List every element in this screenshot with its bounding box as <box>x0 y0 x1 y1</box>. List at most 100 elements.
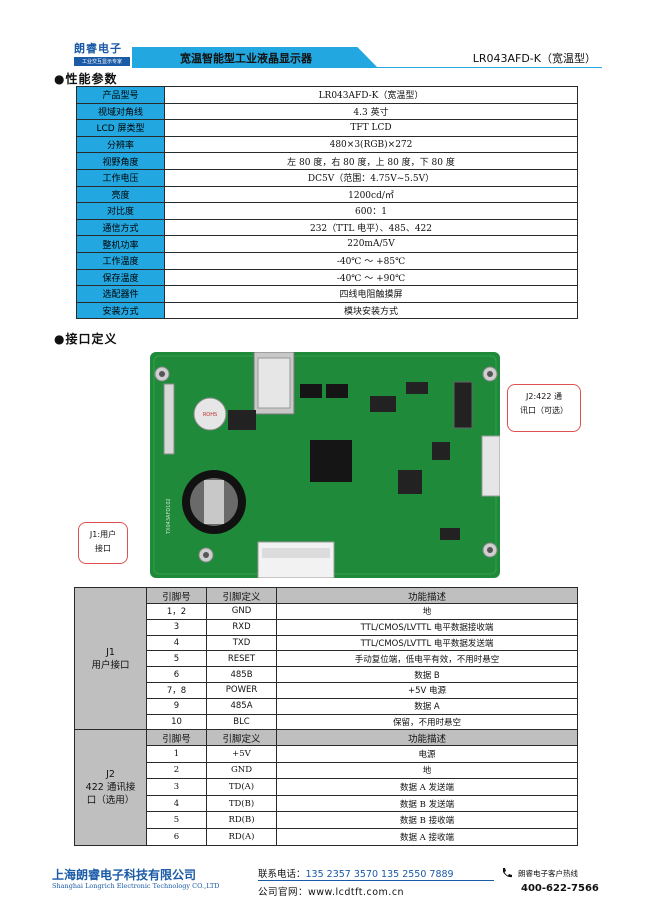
pin-description: 保留，不用时悬空 <box>276 713 578 731</box>
pin-definition: +5V <box>206 745 277 763</box>
ic-top-1 <box>300 384 322 398</box>
spec-row: 工作温度-40℃ ～ +85℃ <box>76 251 578 270</box>
spec-row: 视野角度左 80 度，右 80 度，上 80 度，下 80 度 <box>76 152 578 170</box>
logo-text: 朗睿电子 <box>74 42 122 55</box>
spec-value: LR043AFD-K（宽温型） <box>164 86 578 104</box>
footer-company-name: 上海朗睿电子科技有限公司 <box>52 868 197 882</box>
pin-number: 6 <box>146 666 207 683</box>
spec-label: 安装方式 <box>76 301 165 320</box>
header-def: 引脚定义 <box>206 587 277 604</box>
pin-definition: POWER <box>206 681 277 699</box>
spec-value: TFT LCD <box>164 119 578 137</box>
board-silkscreen: TX043AFD102 <box>166 498 172 535</box>
sd-card-slot-inner <box>257 357 291 409</box>
pin-definition: GND <box>206 761 277 780</box>
phone-icon-shape <box>503 868 512 878</box>
spec-value: 左 80 度，右 80 度，上 80 度，下 80 度 <box>164 152 578 170</box>
spec-label: 产品型号 <box>76 86 165 104</box>
buzzer-label: ROHS <box>203 412 217 418</box>
footer-website: 公司官网：www.lcdtft.com.cn <box>258 884 404 898</box>
hotline-number: 400-622-7566 <box>521 883 599 894</box>
pin-description: 数据 A 发送端 <box>276 778 578 796</box>
company-logo: 朗睿电子 工业交互显示专家 <box>74 40 130 66</box>
pin-description: 数据 A 接收端 <box>276 827 578 846</box>
callout-j1-line1: J1:用户 <box>89 530 117 539</box>
spec-row: 选配器件四线电阻触摸屏 <box>76 285 578 303</box>
pin-number: 9 <box>146 697 207 715</box>
spec-label: 通信方式 <box>76 218 165 237</box>
spec-row: 安装方式模块安装方式 <box>76 301 578 320</box>
pin-description: TTL/CMOS/LVTTL 电平数据发送端 <box>276 634 578 652</box>
ic-bottom-right <box>440 528 460 540</box>
pin-description: 地 <box>276 603 578 620</box>
j2-pin-header <box>453 381 473 429</box>
j1-group-label: 用户接口 <box>91 659 130 671</box>
left-pin-header <box>163 383 175 455</box>
mount-hole-br-center <box>487 547 493 553</box>
pin-number: 3 <box>146 618 207 636</box>
pin-number: 5 <box>146 650 207 668</box>
spec-label: 对比度 <box>76 202 165 220</box>
j2-group-label: J2 <box>106 768 115 780</box>
pin-definition: 485A <box>206 697 277 715</box>
pin-definition: TXD <box>206 634 277 652</box>
spec-label: 选配器件 <box>76 285 165 303</box>
callout-j1-line2: 接口 <box>95 544 111 553</box>
pin-definition: RD(A) <box>206 827 277 846</box>
pin-definition: 485B <box>206 666 277 683</box>
pin-definition: RXD <box>206 618 277 636</box>
spec-value: DC5V（范围：4.75V~5.5V） <box>164 168 578 187</box>
buzzer <box>193 397 227 431</box>
footer-web-label: 公司官网： <box>258 887 309 898</box>
header-def: 引脚定义 <box>206 729 277 746</box>
spec-row: 保存温度-40℃ ～ +90℃ <box>76 268 578 287</box>
callout-j1: J1:用户 接口 <box>78 522 128 564</box>
footer-company-name-en: Shanghai Longrich Electronic Technology … <box>52 882 220 890</box>
right-edge-connector <box>481 435 500 497</box>
section-title-interface: ●接口定义 <box>54 332 118 346</box>
spec-value: -40℃ ～ +85℃ <box>164 251 578 270</box>
pin-description: TTL/CMOS/LVTTL 电平数据接收端 <box>276 618 578 636</box>
footer-web-url[interactable]: www.lcdtft.com.cn <box>308 887 405 898</box>
pin-description: 数据 B <box>276 666 578 683</box>
header-accent-band <box>132 47 377 67</box>
pin-definition: TD(A) <box>206 778 277 796</box>
pin-definition: GND <box>206 603 277 620</box>
header-bar: 宽温智能型工业液晶显示器 LR043AFD-K（宽温型） <box>132 47 602 67</box>
spec-label: 工作温度 <box>76 251 165 270</box>
callout-j2: J2:422 通 讯口（可选） <box>507 384 581 432</box>
spec-value: 四线电阻触摸屏 <box>164 285 578 303</box>
j2-group-label: 422 通讯接 <box>85 781 136 793</box>
ic-right <box>406 382 428 394</box>
j1-group-label: J1 <box>106 646 115 658</box>
ic-lower <box>398 470 422 494</box>
pin-description: 数据 B 发送端 <box>276 794 578 813</box>
ic-mid <box>370 396 396 412</box>
spec-value: 480×3(RGB)×272 <box>164 135 578 154</box>
spec-value: 4.3 英寸 <box>164 102 578 121</box>
pin-number: 2 <box>146 761 207 780</box>
coin-cell-clip <box>204 480 224 524</box>
phone-icon <box>503 868 512 878</box>
spec-label: 视域对角线 <box>76 102 165 121</box>
pin-number: 6 <box>146 827 207 846</box>
spec-label: 整机功率 <box>76 235 165 253</box>
